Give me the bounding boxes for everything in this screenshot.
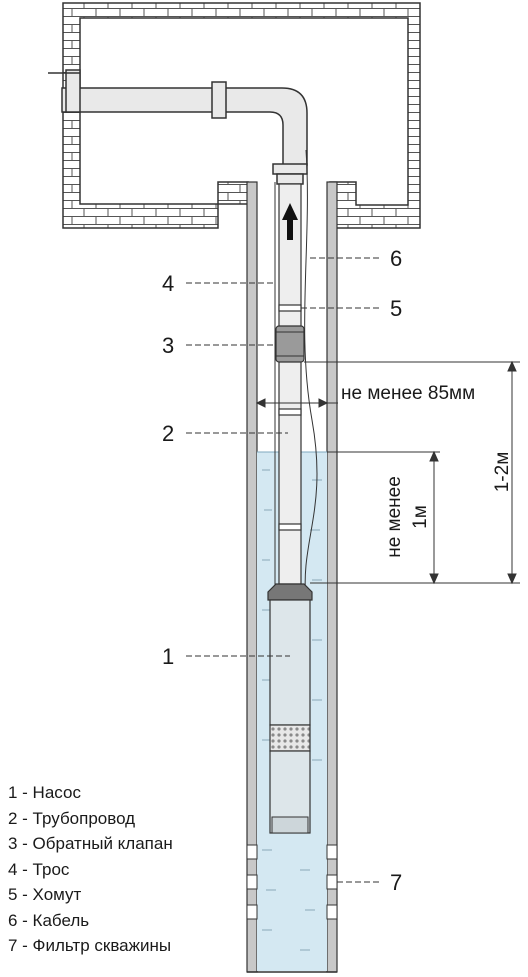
legend-item-pump: 1 - Насос	[8, 783, 81, 802]
dimension-min-depth	[310, 450, 440, 585]
power-cable-6	[304, 149, 318, 722]
pump-1	[267, 583, 313, 834]
legend-item-check-valve: 3 - Обратный клапан	[8, 834, 173, 853]
legend-item-cable-rope: 4 - Трос	[8, 859, 70, 879]
svg-text:1м: 1м	[410, 505, 431, 529]
dimension-diameter-label: не менее 85мм	[341, 383, 475, 404]
brick-caisson	[62, 2, 421, 229]
discharge-pipe	[48, 69, 308, 185]
callout-3: 3	[162, 333, 174, 358]
legend-item-power-cable: 6 - Кабель	[8, 910, 90, 930]
dimension-diameter	[255, 398, 338, 408]
check-valve-3	[275, 325, 305, 363]
well-filter-slots	[246, 844, 338, 920]
callout-5: 5	[390, 296, 402, 321]
callout-7: 7	[390, 870, 402, 895]
dimension-pump-above-bottom	[304, 360, 520, 585]
legend-item-pipeline: 2 - Трубопровод	[8, 808, 136, 828]
callout-leaders	[186, 257, 382, 883]
callout-4: 4	[162, 271, 174, 296]
legend: 1 - Насос 2 - Трубопровод 3 - Обратный к…	[8, 780, 173, 959]
legend-item-well-filter: 7 - Фильтр скважины	[8, 936, 172, 955]
dimension-pump-above-bottom-label: 1-2м	[492, 452, 513, 493]
callout-1: 1	[162, 644, 174, 669]
flow-arrow-icon	[282, 203, 298, 240]
dimension-min-depth-label: не менее 1м	[384, 476, 431, 558]
svg-text:не менее: не менее	[384, 476, 405, 558]
legend-item-clamp: 5 - Хомут	[8, 885, 82, 904]
callout-2: 2	[162, 421, 174, 446]
callout-6: 6	[390, 246, 402, 271]
